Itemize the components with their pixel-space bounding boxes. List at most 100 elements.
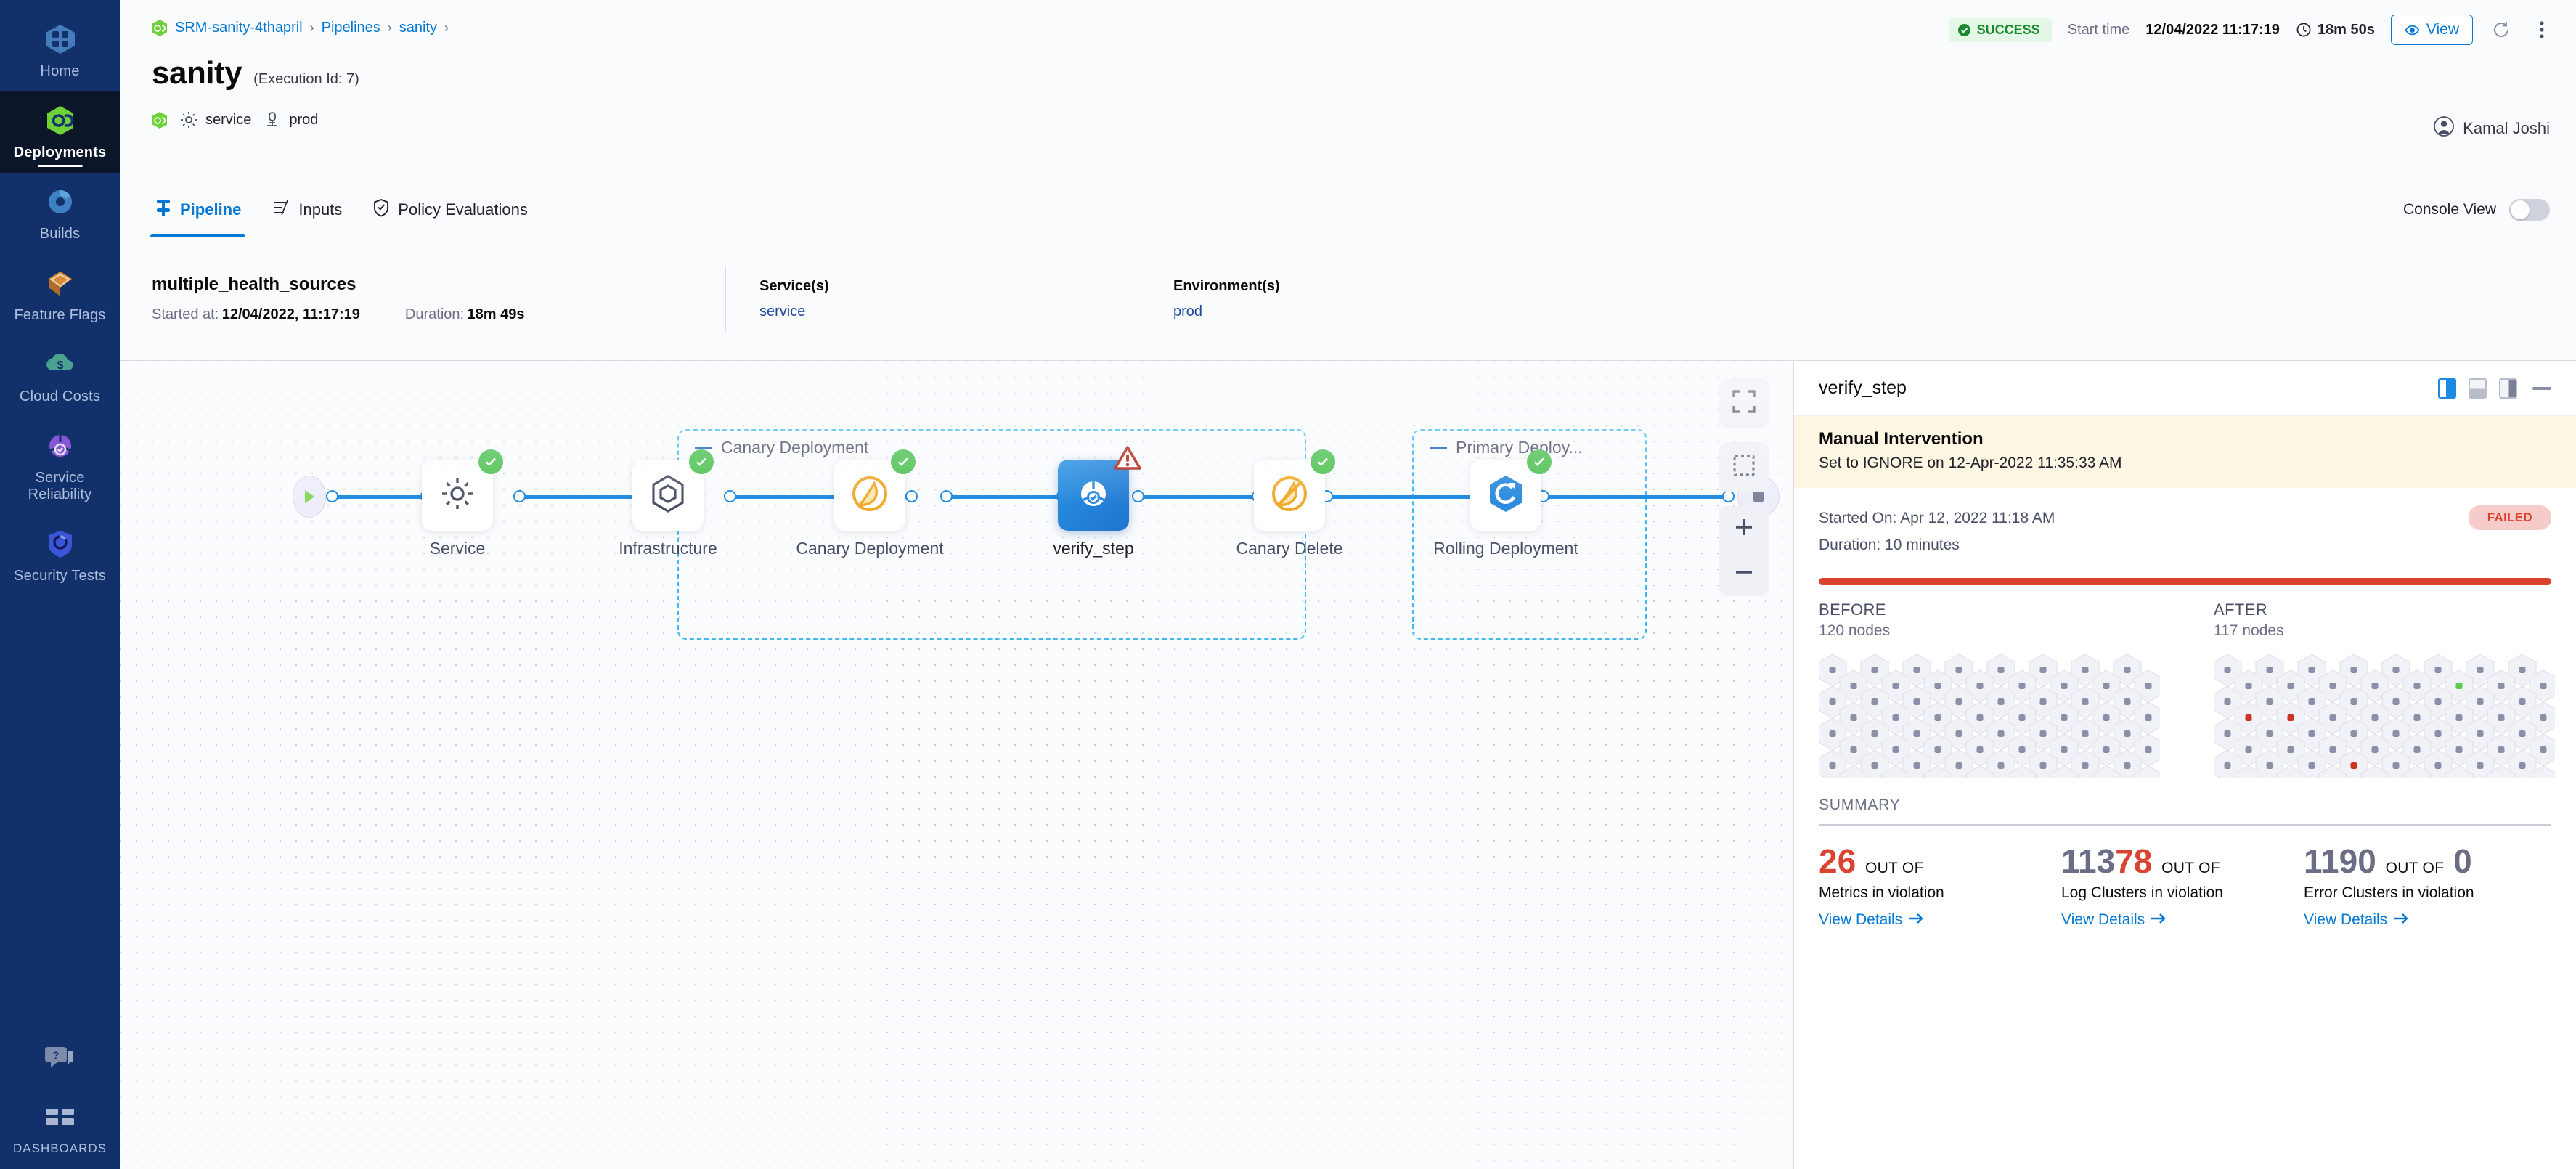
after-hex-svg [2214, 653, 2555, 778]
tab-policy-evaluations[interactable]: Policy Evaluations [370, 182, 531, 237]
node-rolling-deployment[interactable]: Rolling Deployment [1433, 449, 1578, 558]
fit-screen-button[interactable] [1719, 378, 1769, 428]
breadcrumb-separator: › [387, 20, 392, 35]
verification-progress-bar [1819, 577, 2551, 584]
collapse-icon[interactable] [1430, 446, 1447, 449]
view-button[interactable]: View [2390, 15, 2473, 45]
status-success-icon [1311, 449, 1335, 474]
pane-left-icon[interactable] [2438, 378, 2456, 399]
sidebar-item-home[interactable]: Home [0, 10, 120, 91]
node-service[interactable]: Service [422, 449, 503, 558]
status-success-icon [478, 449, 503, 474]
sidebar-item-cloud-costs[interactable]: $ Cloud Costs [0, 335, 120, 417]
active-indicator [37, 165, 83, 167]
node-box[interactable] [1058, 446, 1141, 531]
tab-pipeline[interactable]: Pipeline [150, 182, 246, 237]
service-chip-label: service [205, 111, 252, 128]
zoom-in-button[interactable] [1719, 506, 1769, 551]
refresh-icon[interactable] [2489, 17, 2514, 42]
sidebar-item-label: Security Tests [14, 568, 106, 584]
collapse-icon[interactable] [695, 446, 712, 449]
node-label: Canary Deployment [796, 539, 944, 558]
services-value[interactable]: service [759, 303, 806, 319]
view-details-label: View Details [1819, 911, 1903, 928]
node-canary-deployment[interactable]: Canary Deployment [796, 449, 944, 558]
service-chip[interactable]: service [179, 110, 251, 129]
duration-label: Duration: [404, 306, 465, 322]
view-details-link[interactable]: View Details [2304, 911, 2409, 929]
sidebar-item-feature-flags[interactable]: Feature Flags [0, 254, 120, 335]
zoom-controls [1719, 506, 1769, 596]
canary-bird-icon [849, 473, 890, 518]
sidebar-item-dashboards[interactable]: DASHBOARDS [0, 1088, 120, 1169]
console-view-toggle[interactable]: Console View [2402, 198, 2550, 221]
sidebar-item-service-reliability[interactable]: Service Reliability [0, 417, 120, 515]
sidebar-item-security-tests[interactable]: Security Tests [0, 515, 120, 596]
pane-right-icon[interactable] [2499, 378, 2517, 399]
node-box[interactable] [1470, 449, 1552, 531]
user-name: Kamal Joshi [2463, 118, 2550, 137]
detail-panel-title: verify_step [1819, 378, 1907, 398]
node-infrastructure[interactable]: Infrastructure [619, 449, 717, 558]
inputs-icon [272, 198, 290, 221]
connector-dot [1132, 490, 1144, 502]
node-box[interactable] [1254, 449, 1335, 531]
avatar [2434, 116, 2455, 140]
zoom-out-button[interactable] [1719, 551, 1769, 596]
pipeline-canvas[interactable]: Canary Deployment Primary Deploy... [120, 361, 1793, 1169]
summary-total: 113 [2061, 842, 2116, 880]
title-row: sanity (Execution Id: 7) [152, 55, 2550, 91]
summary-total: 1190 [2304, 842, 2376, 880]
before-after-grid: BEFORE 120 nodes [1819, 600, 2555, 778]
duration-value: 18m 49s [467, 306, 525, 322]
divider [725, 265, 726, 333]
summary-description: Log Clusters in violation [2061, 884, 2223, 902]
breadcrumb-item-pipeline[interactable]: sanity [399, 19, 438, 36]
group-canary-deployment[interactable] [677, 429, 1306, 640]
tab-inputs[interactable]: Inputs [269, 182, 345, 237]
detail-panel-header: verify_step [1794, 361, 2576, 416]
sidebar-item-help[interactable]: ? [0, 1029, 120, 1088]
connector [1541, 495, 1727, 499]
select-area-button[interactable] [1719, 442, 1769, 492]
status-success-icon [1527, 449, 1552, 474]
summary-cell-metrics: 26 OUT OF Metrics in violation View Deta… [1819, 844, 2037, 929]
pane-bottom-icon[interactable] [2469, 378, 2487, 399]
environments-block: Environment(s) prod [1173, 278, 1587, 320]
group-primary-deployment-label: Primary Deploy... [1430, 438, 1583, 457]
start-time-label: Start time [2067, 21, 2130, 38]
pipeline-start-node[interactable] [293, 476, 326, 518]
view-details-link[interactable]: View Details [2061, 911, 2167, 929]
breadcrumb-item-pipelines[interactable]: Pipelines [321, 19, 380, 36]
summary-outof-label: OUT OF [1864, 859, 1924, 876]
pipeline-meta-row: service prod [152, 110, 2550, 129]
duration-value: 18m 50s [2317, 21, 2375, 38]
node-label: Canary Delete [1236, 539, 1343, 558]
execution-id: (Execution Id: 7) [253, 71, 359, 87]
node-canary-delete[interactable]: Canary Delete [1236, 449, 1343, 558]
console-view-label: Console View [2402, 200, 2496, 218]
duration-chip: 18m 50s [2296, 22, 2375, 38]
environment-chip[interactable]: prod [263, 110, 318, 129]
view-details-link[interactable]: View Details [1819, 911, 1924, 929]
summary-header: SUMMARY [1819, 797, 2551, 826]
summary-cell-error-clusters: 1190 OUT OF 0 Error Clusters in violatio… [2304, 844, 2522, 929]
sidebar-item-label: Cloud Costs [19, 388, 101, 404]
minimize-icon[interactable] [2532, 386, 2551, 390]
sidebar-item-builds[interactable]: Builds [0, 173, 120, 254]
play-icon [305, 490, 314, 503]
console-view-switch[interactable] [2509, 198, 2550, 221]
user-info[interactable]: Kamal Joshi [2434, 116, 2550, 140]
status-success-icon [689, 449, 714, 474]
node-box[interactable] [422, 449, 503, 531]
node-box[interactable] [632, 449, 714, 531]
summary-violations: 26 [1819, 842, 1856, 880]
node-box[interactable] [834, 449, 916, 531]
node-verify-step[interactable]: verify_step [1053, 446, 1141, 558]
environments-value[interactable]: prod [1173, 303, 1203, 319]
before-hex-grid [1819, 653, 2160, 778]
more-vertical-icon[interactable] [2530, 17, 2554, 42]
sidebar-item-deployments[interactable]: Deployments [0, 91, 120, 173]
breadcrumb-item-project[interactable]: SRM-sanity-4thapril [175, 19, 303, 36]
manual-intervention-subtitle: Set to IGNORE on 12-Apr-2022 11:35:33 AM [1819, 455, 2122, 471]
